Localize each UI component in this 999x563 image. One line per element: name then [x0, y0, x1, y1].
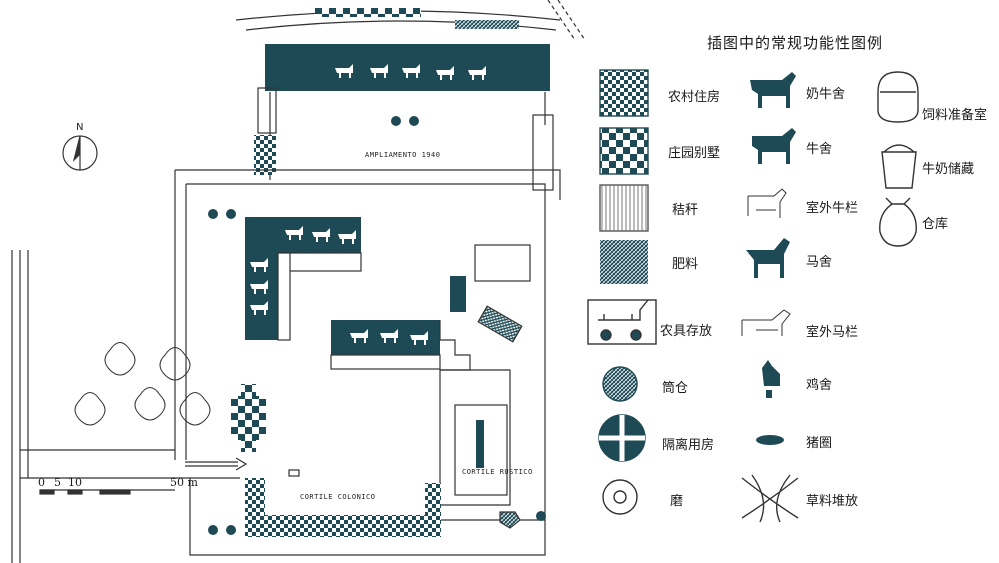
- compound-boundary: [174, 169, 561, 521]
- north-label: N: [76, 122, 83, 133]
- horse-icon: [746, 238, 790, 278]
- scale-label-5: 5: [54, 476, 61, 489]
- top-road-hatched-strip: [315, 8, 421, 17]
- rural-house-swatch: [599, 69, 649, 117]
- legend-label-silo: 筒仓: [662, 381, 689, 396]
- legend-label-pig-pen: 猪圈: [806, 436, 833, 451]
- cattle-icon: [752, 128, 796, 164]
- expansion-label: AMPLIAMENTO 1940: [365, 151, 440, 159]
- legend-label-chicken-coop: 鸡舍: [806, 378, 833, 393]
- tree-cluster: [74, 342, 211, 426]
- legend-label-manor-villa: 庄园别墅: [668, 146, 721, 161]
- legend-label-feed-prep: 饲料准备室: [922, 108, 988, 123]
- legend-title: 插图中的常规功能性图例: [707, 34, 884, 52]
- outdoor-cattle-icon: [747, 188, 787, 218]
- expansion-annex: [532, 114, 554, 191]
- legend-label-hay-pile: 草料堆放: [806, 494, 859, 509]
- outdoor-horse-icon: [741, 309, 791, 336]
- legend-label-isolation-room: 隔离用房: [662, 438, 715, 453]
- legend-label-stable: 马舍: [806, 255, 833, 270]
- isolation-room-icon: [598, 414, 646, 462]
- legend-label-dairy-barn: 奶牛舍: [806, 87, 846, 102]
- legend-label-outdoor-cattle-pen: 室外牛栏: [806, 201, 859, 216]
- site-map: AMPLIAMENTO 1940 CORTILE RUSTICO COR: [11, 0, 586, 563]
- scale-label-50: 50 m: [170, 476, 198, 489]
- legend-label-mill: 磨: [670, 494, 684, 509]
- legend-symbols: [587, 69, 919, 523]
- legend-label-warehouse: 仓库: [922, 217, 949, 232]
- legend-label-straw: 秸秆: [672, 203, 699, 218]
- courtyard-label: CORTILE COLONICO: [300, 493, 375, 501]
- checkered-house: [231, 384, 266, 452]
- legend-label-cattle-barn: 牛舍: [806, 142, 833, 157]
- legend-label-outdoor-horse-pen: 室外马栏: [806, 325, 859, 340]
- warehouse-sack-icon: [879, 197, 917, 247]
- expansion-barn: [265, 44, 550, 91]
- bottom-wing: [245, 515, 441, 537]
- legend-label-tool-storage: 农具存放: [660, 324, 713, 339]
- legend-label-milk-storage: 牛奶储藏: [922, 162, 975, 177]
- animal-marks: [250, 64, 486, 345]
- straw-swatch: [599, 184, 649, 232]
- rooster-icon: [762, 360, 780, 398]
- tool-cart-icon: [587, 299, 657, 345]
- cattle-barn-left: [245, 217, 278, 340]
- scale-label-0: 0: [38, 476, 45, 489]
- hay-pile-icon: [741, 474, 799, 523]
- entrance-arrow: [185, 457, 248, 471]
- scale-label-10: 10: [68, 476, 82, 489]
- manor-villa-swatch: [599, 127, 649, 175]
- silo-icon: [602, 366, 638, 402]
- feed-prep-icon: [877, 71, 919, 123]
- milk-pail-icon: [881, 144, 917, 189]
- rustic-courtyard-label: CORTILE RUSTICO: [462, 468, 533, 476]
- manure-swatch: [600, 240, 648, 284]
- dairy-cow-icon: [750, 72, 796, 108]
- pig-icon: [756, 435, 784, 445]
- grid-shed: [474, 244, 531, 282]
- legend-label-rural-house: 农村住房: [668, 90, 721, 105]
- mill-icon: [602, 479, 638, 515]
- legend-label-manure: 肥料: [672, 257, 699, 272]
